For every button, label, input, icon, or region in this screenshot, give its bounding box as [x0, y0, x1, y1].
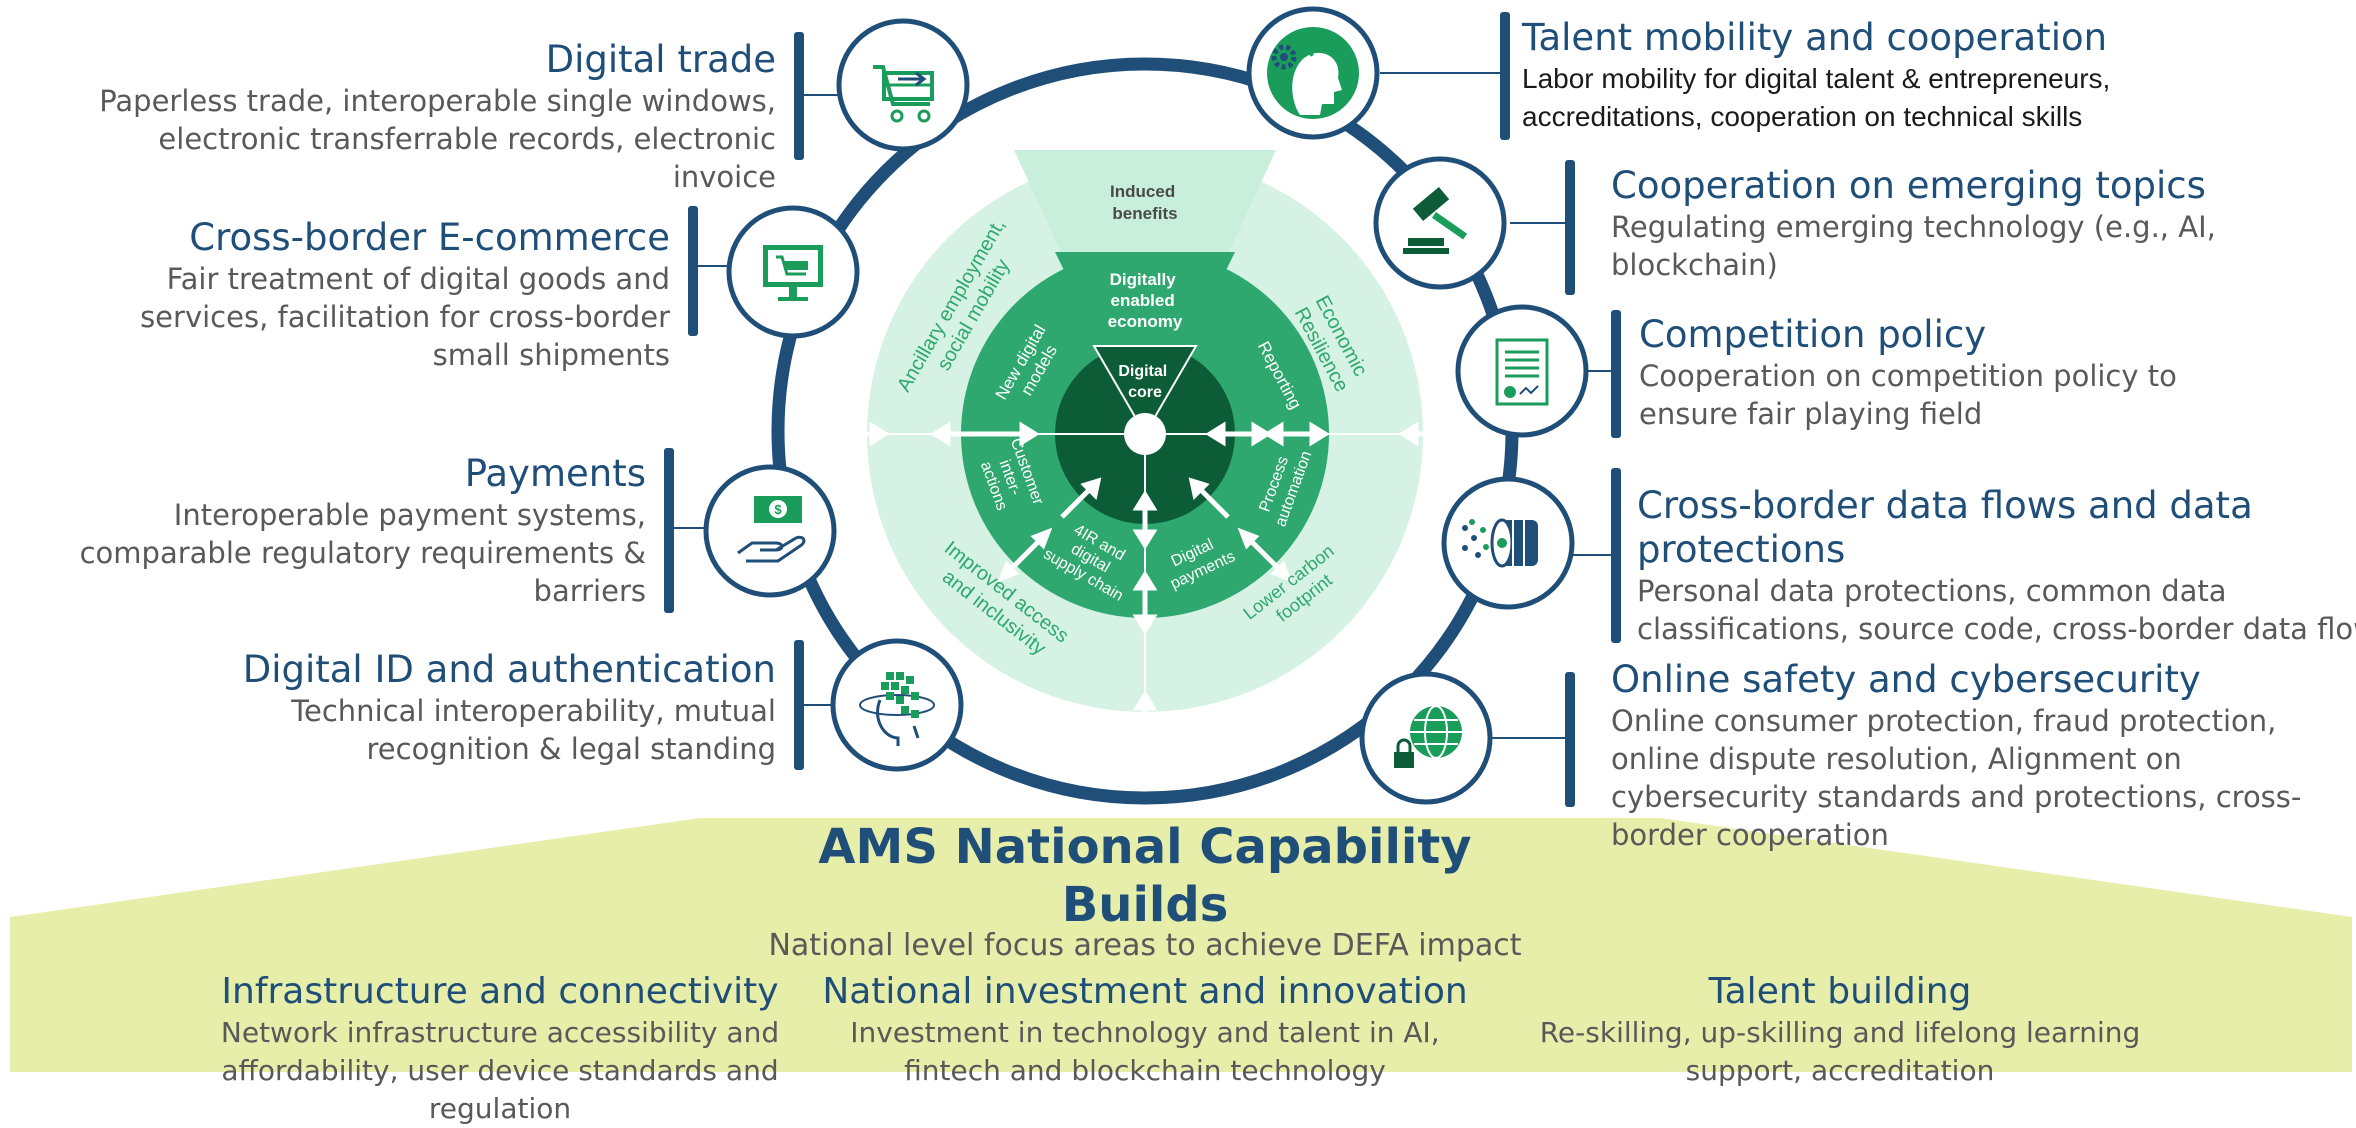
topic-title: Digital ID and authentication: [242, 648, 776, 691]
ams-title: AMS National Capability Builds: [818, 819, 1472, 933]
topic-desc: Interoperable payment systems, comparabl…: [79, 498, 646, 608]
topic-title: Talent mobility and cooperation: [1522, 16, 2108, 59]
computer-cart-icon: [726, 205, 860, 339]
topic-desc: Paperless trade, interoperable single wi…: [99, 84, 776, 194]
topic-title: Competition policy: [1639, 313, 1987, 356]
bottom-desc: Investment in technology and talent in A…: [850, 1016, 1440, 1087]
base-band: [10, 818, 2352, 1072]
funnel-core-label: Digital core: [1118, 363, 1171, 401]
bottom-desc: Network infrastructure accessibility and…: [220, 1016, 780, 1125]
topic-cross-border-ecommerce: Cross-border E-commerce Fair treatment o…: [140, 216, 670, 374]
topic-title: Cross-border data flows and data protect…: [1637, 484, 2253, 571]
funnel-induced-label: Induced benefits: [1110, 182, 1180, 223]
topic-talent-mobility: Talent mobility and cooperation Labor mo…: [1522, 16, 2110, 136]
topic-icons: $: [703, 6, 1589, 805]
bottom-investment: National investment and innovation Inves…: [790, 970, 1500, 1090]
topic-desc: Technical interoperability, mutual recog…: [291, 694, 776, 766]
topic-title: Cooperation on emerging topics: [1611, 164, 2206, 207]
topic-desc: Regulating emerging technology (e.g., AI…: [1611, 210, 2216, 282]
topic-desc: Cooperation on competition policy to ens…: [1639, 359, 2177, 431]
gavel-icon: [1373, 156, 1507, 290]
topic-competition-policy: Competition policy Cooperation on compet…: [1639, 313, 2177, 433]
document-icon: [1455, 304, 1589, 438]
wheel-arrows: [820, 421, 1464, 750]
shopping-cart-icon: [836, 18, 970, 152]
topic-digital-trade: Digital trade Paperless trade, interoper…: [99, 38, 776, 196]
svg-text:$: $: [774, 502, 782, 517]
bottom-title: Talent building: [1708, 971, 1972, 1012]
topic-online-safety: Online safety and cybersecurity Online c…: [1611, 658, 2301, 854]
topic-desc: Labor mobility for digital talent & entr…: [1522, 63, 2111, 132]
topic-digital-id: Digital ID and authentication Technical …: [243, 648, 776, 768]
core-center-dot: [1124, 413, 1166, 455]
topic-title: Digital trade: [545, 38, 776, 81]
bottom-talent-building: Talent building Re-skilling, up-skilling…: [1490, 970, 2190, 1090]
bottom-title: Infrastructure and connectivity: [221, 971, 779, 1012]
globe-lock-icon: [1359, 671, 1493, 805]
topic-title: Online safety and cybersecurity: [1611, 658, 2201, 701]
bottom-title: National investment and innovation: [822, 971, 1468, 1012]
topic-emerging-topics: Cooperation on emerging topics Regulatin…: [1611, 164, 2216, 284]
data-storage-icon: [1441, 476, 1575, 610]
topic-data-flows: Cross-border data flows and data protect…: [1637, 484, 2356, 648]
topic-desc: Personal data protections, common data c…: [1637, 574, 2356, 646]
topic-desc: Fair treatment of digital goods and serv…: [140, 262, 670, 372]
topic-desc: Online consumer protection, fraud protec…: [1611, 704, 2302, 852]
bottom-infrastructure: Infrastructure and connectivity Network …: [150, 970, 850, 1128]
wheel: Induced benefits Digitally enabled econo…: [820, 150, 1464, 750]
bottom-desc: Re-skilling, up-skilling and lifelong le…: [1539, 1016, 2141, 1087]
funnel-enabled: [1055, 252, 1235, 434]
topic-title: Cross-border E-commerce: [189, 216, 670, 259]
money-hand-icon: $: [703, 464, 837, 598]
topic-payments: Payments Interoperable payment systems, …: [80, 452, 646, 610]
accent-bars: [664, 12, 1621, 807]
head-gears-icon: [1246, 6, 1380, 140]
ams-subtitle: National level focus areas to achieve DE…: [768, 928, 1522, 963]
funnel-enabled-label: Digitally enabled economy: [1108, 270, 1183, 331]
topic-title: Payments: [464, 452, 646, 495]
digital-head-icon: [830, 638, 964, 772]
funnel-core: [1092, 345, 1198, 436]
